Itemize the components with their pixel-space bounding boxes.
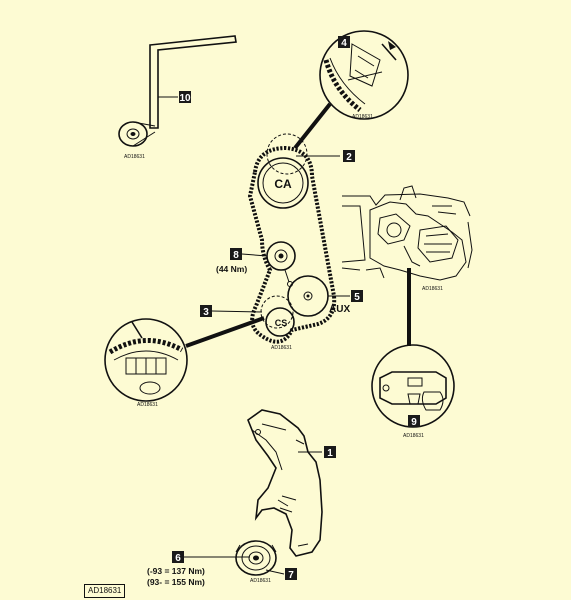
auxiliary-label: AUX	[329, 304, 350, 315]
callout-6-box	[172, 551, 184, 563]
callout-1: 1	[327, 448, 333, 459]
figure-reference: AD18631	[84, 584, 126, 598]
ref-detail-3: AD18631	[137, 402, 158, 408]
ref-tool: AD18631	[124, 154, 145, 160]
ref-engine: AD18631	[422, 286, 443, 292]
ref-pulley: AD18631	[250, 578, 271, 584]
callout-8: 8	[233, 250, 239, 261]
callout-9: 9	[411, 417, 417, 428]
idler-torque: (44 Nm)	[216, 264, 247, 274]
callout-3: 3	[203, 307, 209, 318]
camshaft-sprocket	[257, 157, 309, 209]
callout-10: 10	[179, 93, 191, 104]
tensioner-tool-10	[118, 35, 237, 147]
callout-6: 6	[175, 553, 181, 564]
timing-belt	[247, 145, 337, 344]
callout-2: 2	[346, 152, 352, 163]
ref-detail-4: AD18631	[352, 114, 373, 120]
auxiliary-sprocket	[287, 275, 329, 317]
callout-1-box	[324, 446, 336, 458]
crankshaft-label: CS	[275, 318, 288, 328]
crankshaft-pulley	[235, 540, 277, 576]
detail-3-crankshaft-view	[104, 318, 188, 402]
callout-9-box	[408, 415, 420, 427]
callout-7: 7	[288, 570, 294, 581]
callout-5-box	[351, 290, 363, 302]
leader-3	[185, 316, 265, 348]
crankshaft-sprocket	[260, 295, 295, 337]
engine-view	[341, 185, 473, 281]
ref-detail-9: AD18631	[403, 433, 424, 439]
callout-5: 5	[354, 292, 360, 303]
callout-8-box	[230, 248, 242, 260]
ref-belt: AD18631	[271, 345, 292, 351]
callout-10-box	[179, 91, 191, 103]
callout-2-box	[343, 150, 355, 162]
leader-4	[293, 102, 332, 150]
timing-cover	[247, 409, 323, 557]
callout-3-box	[200, 305, 212, 317]
detail-4-view	[319, 30, 409, 120]
crank-torque-a: (-93 = 137 Nm)	[147, 566, 205, 576]
callout-7-box	[285, 568, 297, 580]
camshaft-label: CA	[274, 177, 292, 191]
detail-9-view	[371, 344, 455, 428]
callout-4-box	[338, 36, 350, 48]
callout-4: 4	[341, 38, 347, 49]
idler-pulley	[266, 241, 296, 287]
crank-torque-b: (93- = 155 Nm)	[147, 577, 205, 587]
detail-4-marker	[266, 133, 308, 175]
